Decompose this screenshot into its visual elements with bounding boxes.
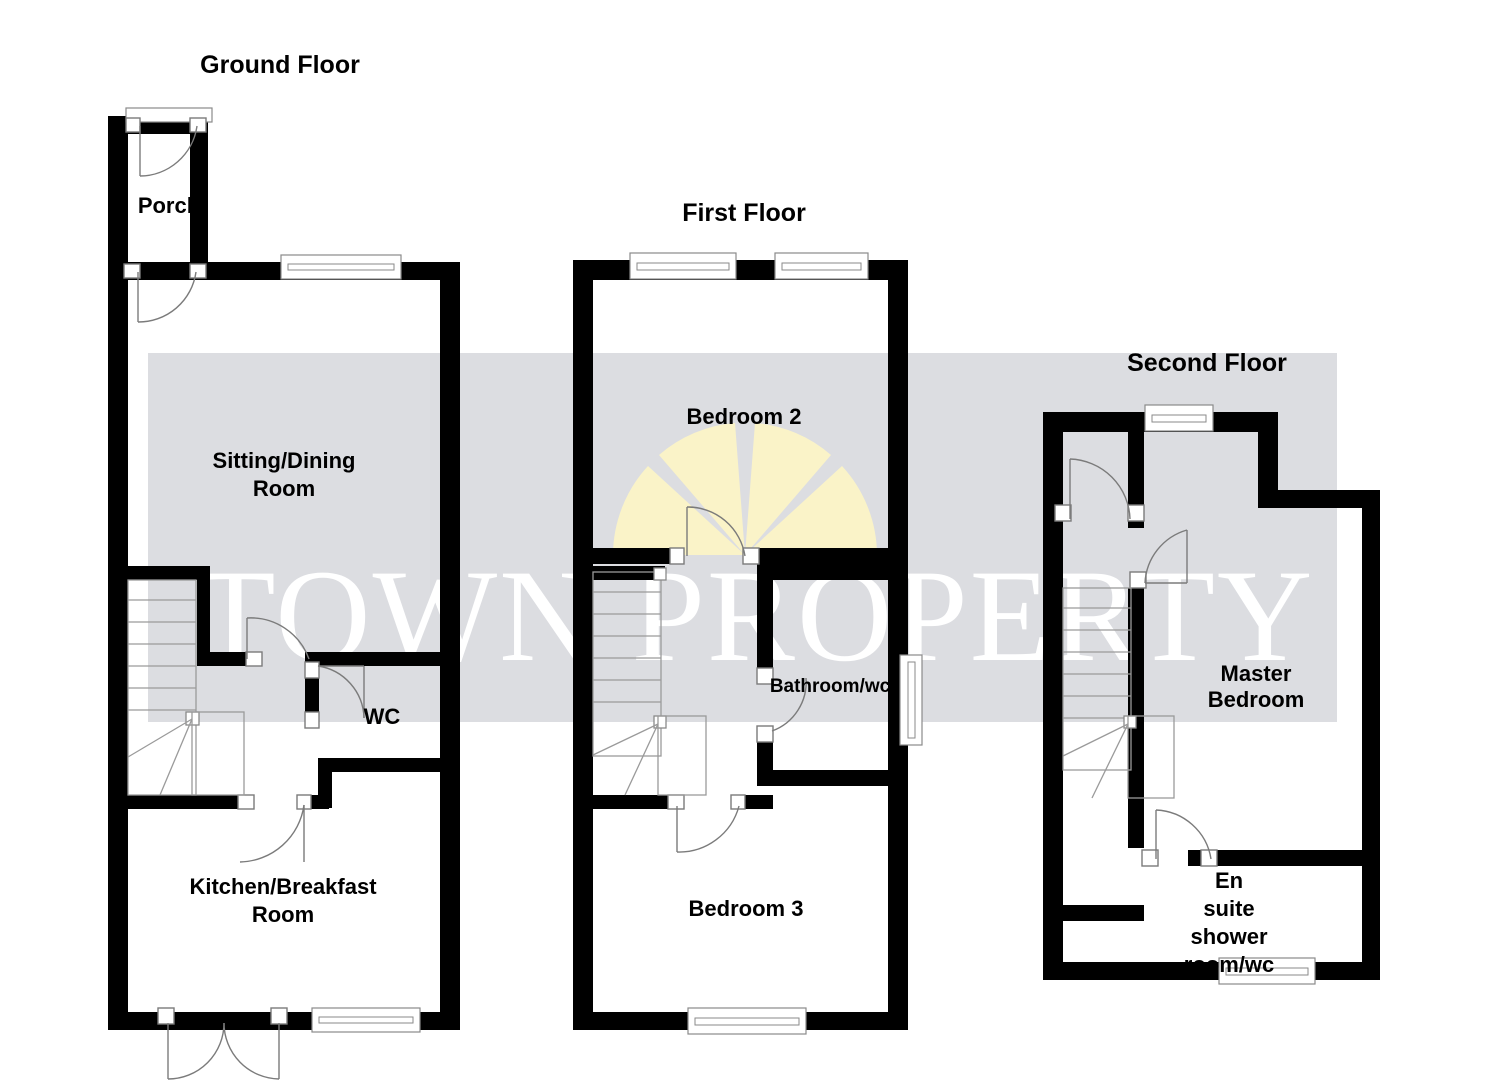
company-logo-icon [613, 423, 877, 555]
floor-ground: Ground Floor [108, 51, 460, 1080]
room-label-ensuite-line2: suite [1203, 896, 1254, 921]
floor-first: First Floor [573, 199, 923, 1035]
ground-staircase [127, 579, 245, 796]
floor-title-first: First Floor [682, 199, 806, 227]
room-label-ensuite-line4: room/wc [1184, 952, 1274, 977]
first-doors [667, 506, 807, 853]
ground-windows [125, 107, 421, 1033]
room-label-ensuite-line1: En [1215, 868, 1243, 893]
floor-title-second: Second Floor [1127, 349, 1287, 377]
first-staircase [592, 567, 707, 796]
room-label-sitting-line2: Room [253, 476, 315, 501]
room-label-bedroom2: Bedroom 2 [687, 404, 802, 429]
floor-title-ground: Ground Floor [200, 51, 360, 79]
room-label-wc: WC [364, 704, 401, 729]
second-staircase [1062, 587, 1175, 799]
ground-doors [123, 117, 365, 1080]
second-walls [1043, 412, 1380, 980]
first-walls [573, 260, 908, 1030]
room-label-kitchen-line2: Room [252, 902, 314, 927]
room-label-master-line2: Bedroom [1208, 687, 1305, 712]
room-label-ensuite-line3: shower [1190, 924, 1267, 949]
floor-second: Second Floor [1043, 349, 1380, 985]
room-label-bedroom3: Bedroom 3 [689, 896, 804, 921]
room-label-bathroom-wc: Bathroom/wc [770, 676, 891, 697]
room-label-sitting-line1: Sitting/Dining [213, 448, 356, 473]
room-label-porch: Porch [138, 193, 200, 218]
second-windows [1144, 404, 1316, 985]
room-label-kitchen-line1: Kitchen/Breakfast [189, 874, 377, 899]
room-label-master-line1: Master [1221, 661, 1292, 686]
second-doors [1054, 458, 1218, 867]
first-windows [629, 252, 923, 1035]
